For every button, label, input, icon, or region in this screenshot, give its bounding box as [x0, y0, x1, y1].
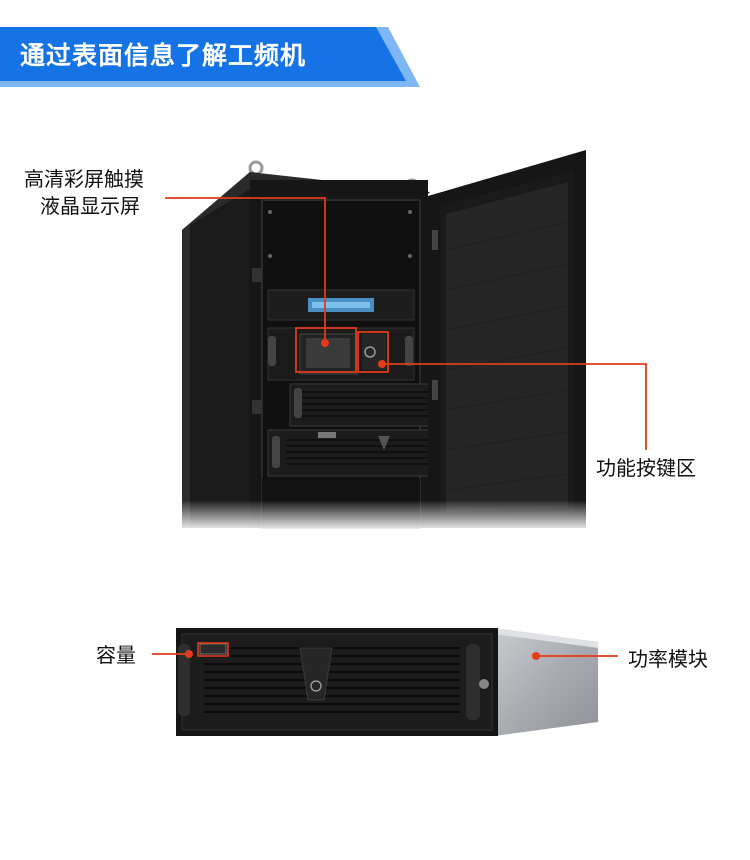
screen-label-line1: 高清彩屏触摸	[24, 167, 144, 191]
screen-callout	[165, 197, 357, 373]
power-module-label: 功率模块	[628, 647, 708, 671]
capacity-label: 容量	[96, 643, 136, 667]
keypad-label: 功能按键区	[596, 456, 696, 480]
power-module-image	[176, 628, 598, 736]
page-title: 通过表面信息了解工频机	[20, 41, 307, 70]
keypad-callout	[357, 331, 647, 450]
header-banner	[0, 27, 420, 87]
screen-label-line2: 液晶显示屏	[40, 194, 140, 218]
banner-main-shape	[0, 27, 406, 81]
ups-cabinet-image	[178, 150, 590, 532]
